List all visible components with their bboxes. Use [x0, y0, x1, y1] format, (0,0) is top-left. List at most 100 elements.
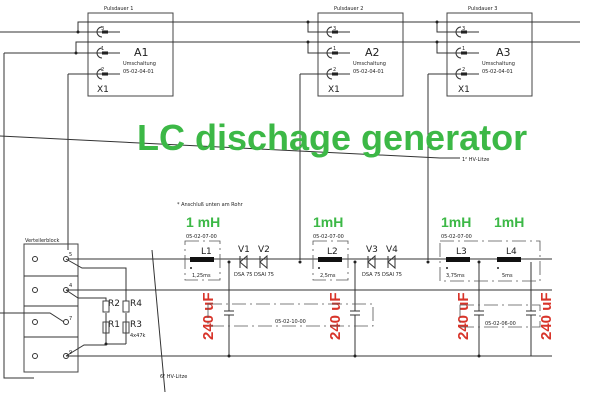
- diode-icon: [367, 254, 376, 270]
- capacitor-icon: [526, 310, 536, 316]
- module-desc: Umschaltung: [482, 61, 515, 67]
- module-part: 05-02-04-01: [353, 69, 384, 75]
- inductor-part: 05-02-07-00: [186, 234, 217, 240]
- inductor-id: L4: [506, 247, 517, 257]
- inductor-coil-icon: [190, 257, 214, 262]
- connector-label: X1: [97, 85, 109, 95]
- inductor-time: 1,25ms: [192, 273, 211, 279]
- connector-label: X1: [458, 85, 470, 95]
- resistor-r1: [102, 321, 110, 334]
- cable-label-top: 1² HV-Litze: [462, 157, 489, 163]
- diode-type: DSA 75: [362, 272, 381, 278]
- module-header: Pulsdauer 1: [104, 6, 133, 12]
- resistor-label: R3: [130, 320, 142, 330]
- module-id: A1: [134, 46, 149, 59]
- inductor-value: 1mH: [313, 214, 343, 230]
- pin-label: 3: [462, 26, 465, 32]
- pin-label: 3: [333, 26, 336, 32]
- module-part: 05-02-04-01: [123, 69, 154, 75]
- cable-label-bottom: 6² HV-Litze: [160, 374, 187, 380]
- resistor-note: 4x47k: [130, 333, 146, 339]
- resistor-label: R2: [108, 299, 120, 309]
- module-part: 05-02-04-01: [482, 69, 513, 75]
- inductor-l2: L2 1mH 05-02-07-00 2,5ms: [313, 214, 344, 279]
- resistor-label: R1: [108, 320, 120, 330]
- diode-id: V2: [258, 245, 270, 255]
- inductor-time: 3,75ms: [446, 273, 465, 279]
- capacitor-icon: [474, 310, 484, 316]
- resistor-label: R4: [130, 299, 142, 309]
- capacitors: 240 uF 240 uF 240 uF 240 uF: [200, 292, 555, 340]
- diagram-title: LC dischage generator: [137, 117, 527, 158]
- resistor-r4: [122, 300, 130, 313]
- pin-label: 1: [101, 46, 104, 52]
- cap-group-part: 05-02-10-00: [275, 319, 306, 325]
- module-a1: Pulsdauer 1 A1 Umschaltung 05-02-04-01 X…: [87, 6, 174, 97]
- capacitor-icon: [224, 310, 234, 316]
- resistor-r2: [102, 300, 110, 313]
- module-a3: Pulsdauer 3 A3 Umschaltung 05-02-04-01 X…: [446, 6, 533, 97]
- inductor-value: 1mH: [441, 214, 471, 230]
- resistor-network: R2 R1 R4 R3 4x47k: [65, 258, 146, 357]
- pin-label: 1: [333, 46, 336, 52]
- capacitor-group-boxes: 05-02-10-00 05-02-06-00: [207, 303, 541, 328]
- cap-group-part: 05-02-06-00: [485, 321, 516, 327]
- inductor-l1: L1 1 mH 05-02-07-00 1,25ms: [186, 214, 220, 279]
- module-id: A3: [496, 46, 511, 59]
- module-header: Pulsdauer 2: [334, 6, 363, 12]
- inductor-time: 5ms: [502, 273, 513, 279]
- capacitor-icon: [350, 310, 360, 316]
- capacitance-label: 240 uF: [455, 292, 472, 340]
- terminal-label: 7: [69, 316, 72, 322]
- inductor-id: L2: [327, 247, 338, 257]
- module-desc: Umschaltung: [123, 61, 156, 67]
- terminal-label: 4: [69, 283, 72, 289]
- lc-ladder-wiring: [66, 249, 552, 393]
- terminal-label: 5: [69, 252, 72, 258]
- pin-label: 1: [462, 46, 465, 52]
- inductor-part: 05-02-07-00: [313, 234, 344, 240]
- capacitor: 240 uF: [525, 292, 555, 340]
- block-title: Verteilerblock: [25, 238, 59, 244]
- inductor-time: 2,5ms: [320, 273, 336, 279]
- capacitor: 240 uF: [455, 292, 485, 340]
- module-header: Pulsdauer 3: [468, 6, 497, 12]
- inductor-value: 1 mH: [186, 214, 220, 230]
- pin-label: 2: [462, 67, 465, 73]
- capacitor: 240 uF: [200, 292, 235, 340]
- inductor-coil-icon: [318, 257, 342, 262]
- inductor-coil-icon: [446, 257, 470, 262]
- capacitance-label: 240 uF: [200, 292, 217, 340]
- distribution-block: Verteilerblock 5 4 7 9: [0, 238, 79, 373]
- capacitor: 240 uF: [327, 292, 361, 340]
- inductor-id: L3: [456, 247, 467, 257]
- pin-label: 2: [101, 67, 104, 73]
- module-box: [446, 12, 533, 97]
- module-box: [317, 12, 404, 97]
- resistor-r3: [122, 321, 130, 334]
- module-id: A2: [365, 46, 380, 59]
- module-a2: Pulsdauer 2 A2 Umschaltung 05-02-04-01 X…: [317, 6, 404, 97]
- connector-label: X1: [328, 85, 340, 95]
- pin-label: 3: [101, 26, 104, 32]
- inductor-coil-icon: [497, 257, 521, 262]
- diode-type: DSA 75: [234, 272, 253, 278]
- pin-label: 2: [333, 67, 336, 73]
- inductor-id: L1: [201, 247, 212, 257]
- diode-id: V1: [238, 245, 250, 255]
- inductor-boxes: [184, 240, 541, 282]
- capacitance-label: 240 uF: [327, 292, 344, 340]
- capacitance-label: 240 uF: [538, 292, 555, 340]
- diode-id: V4: [386, 245, 398, 255]
- module-box: [87, 12, 174, 97]
- diode-icon: [239, 254, 248, 270]
- diode-icon: [387, 254, 396, 270]
